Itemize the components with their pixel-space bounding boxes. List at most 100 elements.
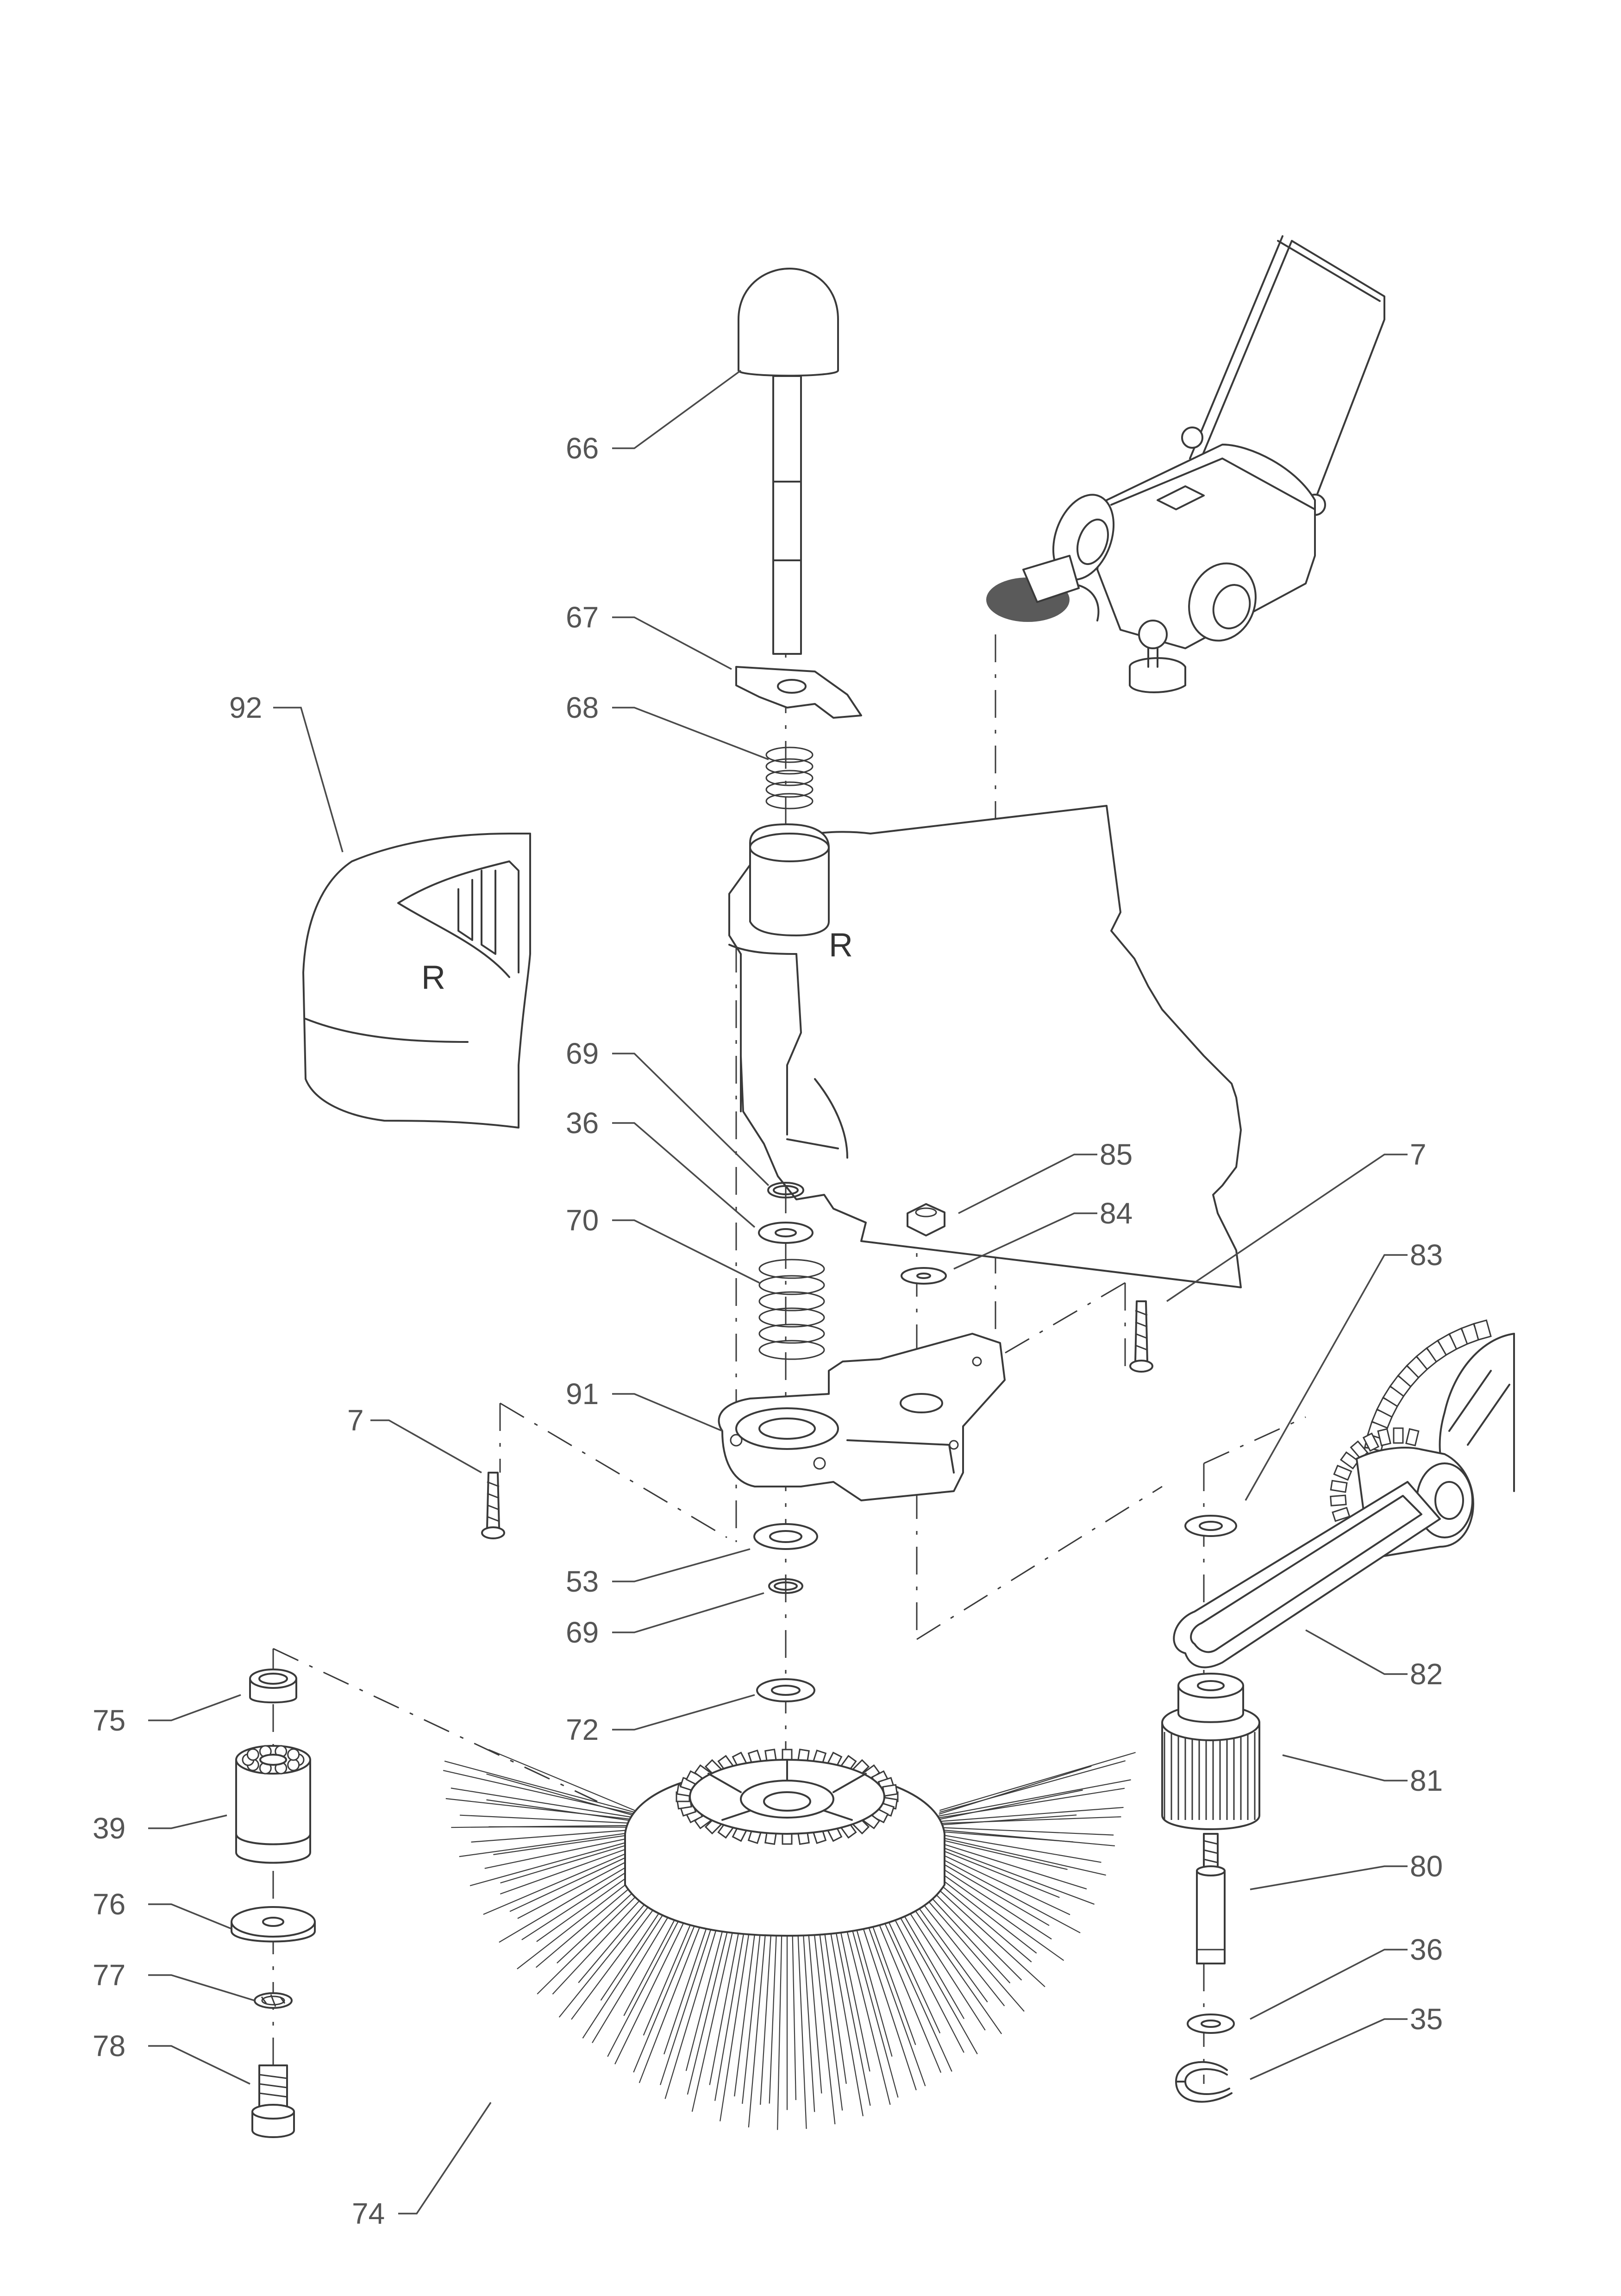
part-74-brush	[443, 1748, 1136, 2130]
drawing-stroke	[451, 1825, 641, 1828]
callout-69-upper: 69	[566, 1037, 599, 1070]
drawing-stroke	[933, 1814, 1077, 1826]
part-92-side-cover: R	[302, 833, 531, 1129]
drawing-stroke	[926, 1833, 1106, 1876]
gear-tooth	[1362, 1432, 1380, 1452]
callout-66: 66	[566, 432, 599, 465]
callout-70: 70	[566, 1204, 599, 1237]
callout-72: 72	[566, 1713, 599, 1746]
leader-lines	[148, 370, 1408, 2214]
drawing-stroke	[925, 1835, 1068, 1870]
callout-74: 74	[352, 2197, 385, 2230]
part-85-nut	[907, 1203, 945, 1236]
drawing-stroke	[486, 1773, 636, 1817]
gear-tooth	[1330, 1480, 1348, 1493]
cover-side-mark: R	[421, 959, 445, 996]
callout-7-left: 7	[347, 1404, 364, 1437]
part-housing: R	[728, 805, 1242, 1288]
drawing-stroke	[493, 1832, 646, 1855]
bearing-rollers	[242, 1745, 305, 1775]
part-53-washer	[753, 1523, 818, 1550]
gear-tooth	[1377, 1428, 1391, 1447]
drawing-stroke	[920, 1839, 1095, 1905]
callout-75: 75	[93, 1704, 125, 1737]
callout-36-upper: 36	[566, 1106, 599, 1140]
part-7-screw-right	[1129, 1300, 1153, 1373]
callout-78: 78	[93, 2029, 125, 2063]
drawing-stroke	[936, 1807, 1124, 1822]
gear-tooth	[1405, 1428, 1420, 1447]
drawing-stroke	[937, 1789, 1083, 1820]
part-81-pinion	[1161, 1673, 1260, 1830]
part-78-bolt	[251, 2064, 295, 2138]
callout-91: 91	[566, 1377, 599, 1411]
part-39-bearing-roller	[235, 1745, 311, 1864]
part-75-bushing	[249, 1669, 297, 1704]
gear-tooth	[1332, 1506, 1351, 1522]
part-7-screw-left	[481, 1472, 505, 1539]
drawing-stroke	[484, 1833, 648, 1869]
callout-69-lower: 69	[566, 1616, 599, 1649]
drawing-stroke	[488, 1749, 635, 1811]
part-76-washer	[231, 1906, 316, 1943]
part-69-circlip-upper	[767, 1182, 804, 1198]
part-72-washer	[756, 1678, 815, 1702]
drawing-stroke	[460, 1814, 639, 1824]
part-67-lever-plate	[735, 666, 862, 719]
part-77-lock-washer	[254, 1992, 293, 2009]
part-35-e-clip	[1175, 2061, 1233, 2103]
callout-83: 83	[1410, 1238, 1443, 1272]
callout-76: 76	[93, 1888, 125, 1921]
drawing-stroke	[444, 1760, 635, 1813]
drawing-stroke	[469, 1835, 650, 1887]
part-83-washer	[1184, 1515, 1237, 1537]
callout-80: 80	[1410, 1850, 1443, 1883]
drawing-stroke	[933, 1826, 1114, 1836]
housing-side-mark: R	[829, 927, 853, 964]
part-36-washer-lower	[1187, 2014, 1235, 2034]
drawing-stroke	[923, 1837, 1087, 1890]
callout-36-lower: 36	[1410, 1933, 1443, 1966]
drawing-stroke	[938, 1779, 1131, 1817]
callout-39: 39	[93, 1812, 125, 1845]
drawing-stroke	[445, 1798, 638, 1820]
drawing-stroke	[486, 1799, 638, 1822]
drawing-stroke	[931, 1828, 1115, 1847]
part-69-circlip-lower	[768, 1578, 803, 1594]
part-84-washer	[901, 1267, 947, 1285]
callout-53: 53	[566, 1565, 599, 1598]
callout-82: 82	[1410, 1657, 1443, 1691]
pinion-teeth	[1164, 1732, 1256, 1820]
callout-7-right: 7	[1410, 1138, 1427, 1171]
drawing-stroke	[928, 1832, 1102, 1863]
callout-68: 68	[566, 691, 599, 724]
gear-tooth	[1330, 1494, 1347, 1507]
sweeper-overview-illustration	[986, 235, 1385, 693]
part-91-bracket	[718, 1333, 1006, 1501]
drawing-stroke	[939, 1760, 1126, 1813]
part-68-spring	[765, 747, 814, 809]
bearing-roller	[287, 1748, 300, 1761]
drawing-stroke	[937, 1788, 1125, 1819]
part-70-spring	[758, 1259, 825, 1360]
gear-tooth	[1393, 1427, 1404, 1444]
part-80-axle-pin	[1196, 1833, 1226, 1964]
callout-84: 84	[1100, 1197, 1133, 1230]
callout-92: 92	[229, 691, 262, 724]
drawing-stroke	[939, 1765, 1092, 1815]
callout-77: 77	[93, 1958, 125, 1992]
drawing-stroke	[471, 1828, 643, 1843]
bearing-roller	[287, 1758, 300, 1771]
drawing-stroke	[935, 1816, 1121, 1824]
callout-labels: 66 67 68 92 69 36 70 85 84 7 83 91 7 53 …	[93, 432, 1443, 2230]
gear-tooth	[1339, 1451, 1359, 1470]
callout-35: 35	[1410, 2002, 1443, 2036]
drawing-stroke	[939, 1752, 1136, 1811]
bearing-roller	[246, 1748, 259, 1761]
drawing-stroke	[459, 1830, 645, 1857]
drive-gear-train	[1173, 1319, 1515, 1669]
part-36-washer-upper	[758, 1222, 814, 1244]
gear-tooth	[1333, 1464, 1352, 1481]
drawing-stroke	[451, 1788, 637, 1819]
